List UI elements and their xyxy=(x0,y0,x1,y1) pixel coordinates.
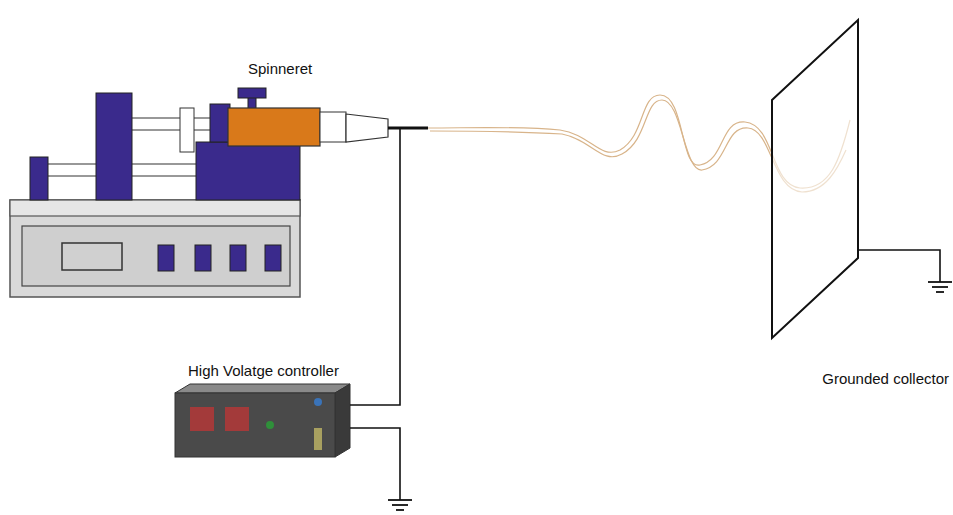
high-voltage-controller xyxy=(175,384,350,457)
part-label: Spinneret xyxy=(248,60,312,78)
ground-symbol xyxy=(388,282,952,510)
syringe-pump xyxy=(10,88,428,297)
part-label: Grounded collector xyxy=(822,370,949,388)
collector-plate xyxy=(772,20,858,338)
part-label: High Volatge controller xyxy=(188,362,339,380)
